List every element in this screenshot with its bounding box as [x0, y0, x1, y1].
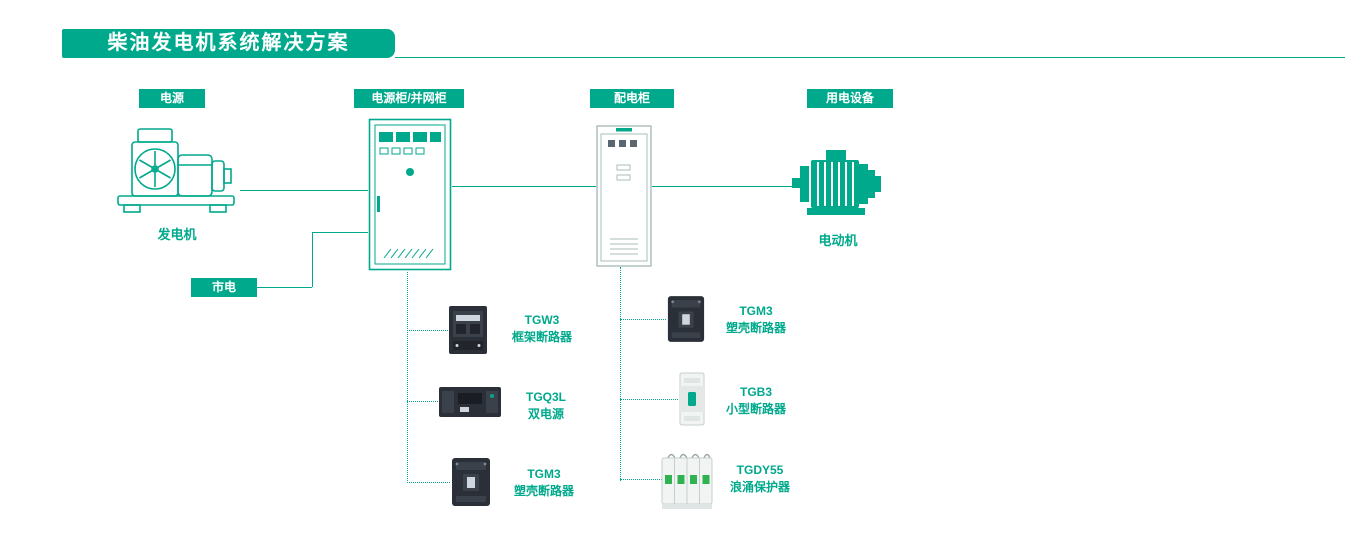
generator-caption: 发电机	[157, 227, 197, 242]
tgm3-breaker-icon-left	[450, 456, 492, 508]
motor-caption: 电动机	[818, 233, 858, 248]
product-name: 框架断路器	[511, 330, 572, 344]
dotted-branch-tgm3-left	[407, 482, 450, 483]
tgw3-breaker-icon	[448, 303, 488, 357]
dotted-branch-tgw3	[407, 330, 448, 331]
motor-icon	[792, 150, 884, 218]
product-model: TGDY55	[736, 463, 784, 477]
dotted-trunk-distribution-cabinet	[620, 267, 621, 481]
connector-distribution-cabinet-to-motor	[652, 186, 792, 187]
dotted-branch-tgq3l	[407, 401, 438, 402]
badge-distribution-cabinet: 配电柜	[590, 89, 674, 108]
tgdy55-surge-protector-icon	[660, 448, 714, 510]
product-label-tgdy55: TGDY55 浪涌保护器	[712, 462, 808, 496]
dotted-branch-tgb3	[620, 399, 678, 400]
title-underline	[395, 57, 1345, 58]
product-model: TGM3	[739, 304, 773, 318]
product-model: TGM3	[527, 467, 561, 481]
connector-mains-vertical	[312, 232, 313, 287]
product-label-tgb3: TGB3 小型断路器	[708, 384, 804, 418]
tgq3l-dual-power-icon	[438, 384, 502, 420]
power-cabinet-icon	[368, 118, 452, 272]
dotted-trunk-power-cabinet	[407, 272, 408, 483]
badge-power-cabinet: 电源柜/并网柜	[354, 89, 464, 108]
product-label-tgm3-right: TGM3 塑壳断路器	[708, 303, 804, 337]
connector-mains-horizontal-1	[257, 287, 312, 288]
product-name: 塑壳断路器	[725, 321, 786, 335]
page-title: 柴油发电机系统解决方案	[62, 29, 395, 58]
product-model: TGW3	[524, 313, 560, 327]
badge-mains-power: 市电	[191, 278, 257, 297]
generator-icon	[114, 122, 240, 218]
distribution-cabinet-icon	[596, 125, 652, 267]
product-label-tgw3: TGW3 框架断路器	[494, 312, 590, 346]
badge-load-equipment: 用电设备	[807, 89, 893, 108]
product-label-tgq3l: TGQ3L 双电源	[498, 389, 594, 423]
dotted-branch-tgdy55	[620, 479, 662, 480]
product-name: 浪涌保护器	[729, 480, 790, 494]
tgm3-breaker-icon-right	[666, 293, 706, 345]
product-name: 塑壳断路器	[513, 484, 574, 498]
connector-power-cabinet-to-distribution-cabinet	[452, 186, 596, 187]
product-model: TGQ3L	[525, 390, 566, 404]
connector-mains-horizontal-2	[312, 232, 368, 233]
badge-power-source: 电源	[139, 89, 205, 108]
tgb3-breaker-icon	[678, 372, 706, 426]
product-label-tgm3-left: TGM3 塑壳断路器	[496, 466, 592, 500]
dotted-branch-tgm3-right	[620, 319, 666, 320]
product-name: 小型断路器	[725, 402, 786, 416]
product-name: 双电源	[527, 407, 564, 421]
product-model: TGB3	[739, 385, 772, 399]
connector-generator-to-power-cabinet	[240, 190, 368, 191]
